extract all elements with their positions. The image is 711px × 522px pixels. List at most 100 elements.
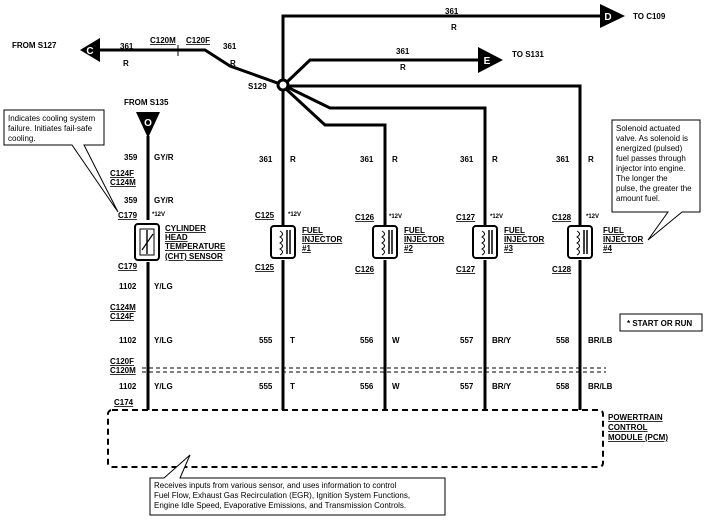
connector-o-arrow	[136, 112, 160, 138]
injector-3-label-3: #3	[504, 244, 513, 253]
injector-1-label-1: FUEL	[302, 226, 323, 235]
connector-o: FROM S135 O	[124, 98, 169, 138]
pcm-label-2: CONTROL	[608, 423, 648, 432]
wire-361-d-num: 361	[445, 7, 459, 16]
injector-1-conn-bot: C125	[255, 263, 275, 272]
connector-d: D TO C109	[600, 4, 666, 28]
injector-3-top-color: R	[492, 155, 498, 164]
injector-3-wire-num: 557	[460, 336, 474, 345]
injector-3: 361 R C127 *12V FUEL INJECTOR #3 C127 55…	[456, 155, 545, 424]
start-or-run-text: * START OR RUN	[627, 319, 692, 328]
connector-c179-top: C179	[118, 211, 138, 220]
cht-wire-top-color: GY/R	[154, 153, 174, 162]
cht-label-1: CYLINDER	[165, 224, 206, 233]
start-or-run-note: * START OR RUN	[619, 313, 703, 332]
connector-c: FROM S127 C	[12, 38, 100, 62]
wire-361-e-color: R	[400, 63, 406, 72]
pcm-label-1: POWERTRAIN	[608, 413, 663, 422]
injector-3-top-num: 361	[460, 155, 474, 164]
pcm-label-3: MODULE (PCM)	[608, 433, 668, 442]
wire-361-inj3	[286, 85, 487, 225]
injector-2: 361 R C126 *12V FUEL INJECTOR #2 C126 55…	[355, 155, 445, 424]
injector-1-wire-color: T	[290, 336, 295, 345]
injector-1-label-3: #1	[302, 244, 311, 253]
callout-solenoid-line-5: injector into engine.	[616, 164, 685, 173]
injector-1-wire-num: 555	[259, 336, 273, 345]
connector-c124f: C124F	[110, 169, 134, 178]
injector-4-top-color: R	[588, 155, 594, 164]
callout-pcm-line-3: Engine Idle Speed, Evaporative Emissions…	[154, 501, 406, 510]
callout-pcm-line-2: Fuel Flow, Exhaust Gas Recirculation (EG…	[154, 491, 410, 500]
injector-4-label-2: INJECTOR	[603, 235, 644, 244]
injector-3-label-1: FUEL	[504, 226, 525, 235]
injector-2-wire2-color: W	[392, 382, 400, 391]
injector-4-label-1: FUEL	[603, 226, 624, 235]
wire-361-inj2	[284, 87, 387, 225]
injector-2-top-color: R	[392, 155, 398, 164]
injector-3-conn-bot: C127	[456, 265, 476, 274]
connector-e-letter: E	[484, 56, 491, 67]
connector-c120f-lower: C120F	[110, 357, 134, 366]
injector-2-label-2: INJECTOR	[404, 235, 445, 244]
cht-wire-2-color: Y/LG	[154, 336, 173, 345]
callout-solenoid-line-1: Solenoid actuated	[616, 124, 680, 133]
injector-4-wire-num: 558	[556, 336, 570, 345]
wire-361-b-color: R	[230, 59, 236, 68]
wire-361-a-num: 361	[120, 42, 134, 51]
injector-1-wire2-num: 555	[259, 382, 273, 391]
callout-solenoid: Solenoid actuated valve. As solenoid is …	[611, 119, 701, 241]
callout-cooling-line-2: failure. Initiates fail-safe	[8, 124, 93, 133]
injector-4-wire2-color: BR/LB	[588, 382, 613, 391]
connector-c-label: FROM S127	[12, 41, 57, 50]
injector-4-label-3: #4	[603, 244, 612, 253]
connector-d-label: TO C109	[633, 12, 666, 21]
cht-wire-1-color: Y/LG	[154, 282, 173, 291]
callout-solenoid-line-8: amount fuel.	[616, 194, 660, 203]
cht-wire-3-color: Y/LG	[154, 382, 173, 391]
injector-2-top-num: 361	[360, 155, 374, 164]
injector-1-symbol	[270, 225, 296, 259]
callout-solenoid-line-7: pulse, the greater the	[616, 184, 692, 193]
connector-d-letter: D	[604, 12, 611, 23]
injector-4-wire-color: BR/LB	[588, 336, 613, 345]
injector-4-conn: C128	[552, 213, 572, 222]
connector-c174: C174	[114, 398, 134, 407]
injector-3-volt: *12V	[490, 214, 503, 220]
wire-361-inj4	[288, 84, 582, 225]
injector-1-top-num: 361	[259, 155, 273, 164]
connector-c-letter: C	[86, 46, 93, 57]
wire-361-a-color: R	[123, 59, 129, 68]
callout-solenoid-line-3: energized (pulsed)	[616, 144, 683, 153]
connector-c-arrow	[80, 38, 100, 62]
cht-wire-mid-color: GY/R	[154, 196, 174, 205]
injector-2-wire-color: W	[392, 336, 400, 345]
wire-361-e-num: 361	[396, 47, 410, 56]
cht-wire-mid-num: 359	[124, 196, 138, 205]
injector-1-top-color: R	[290, 155, 296, 164]
splice-s129-label: S129	[248, 82, 267, 91]
callout-solenoid-line-2: valve. As solenoid is	[616, 134, 688, 143]
injector-3-wire2-num: 557	[460, 382, 474, 391]
callout-pcm: Receives inputs from various sensor, and…	[149, 454, 446, 516]
connector-c124m: C124M	[110, 178, 136, 187]
injector-1-volt: *12V	[288, 212, 301, 218]
cht-sensor-symbol	[134, 223, 160, 261]
injector-2-wire2-num: 556	[360, 382, 374, 391]
connector-o-label: FROM S135	[124, 98, 169, 107]
wire-361-from-s127	[100, 48, 284, 87]
connector-e-arrow	[478, 47, 503, 73]
cht-wire-3-num: 1102	[119, 382, 137, 391]
callout-cooling: Indicates cooling system failure. Initia…	[3, 109, 119, 213]
callout-solenoid-line-6: The longer the	[616, 174, 668, 183]
injector-4: 361 R C128 *12V FUEL INJECTOR #4 C128 55…	[552, 155, 644, 424]
connector-c120m: C120M	[150, 36, 176, 45]
injector-2-symbol	[372, 225, 398, 259]
cht-volt: *12V	[152, 212, 165, 218]
connector-c120m-lower: C120M	[110, 366, 136, 375]
callout-pcm-line-1: Receives inputs from various sensor, and…	[154, 481, 397, 490]
connector-e: E TO S131	[478, 47, 544, 73]
connector-c179-bot: C179	[118, 262, 138, 271]
injector-1-wire2-color: T	[290, 382, 295, 391]
injector-2-conn-bot: C126	[355, 265, 375, 274]
